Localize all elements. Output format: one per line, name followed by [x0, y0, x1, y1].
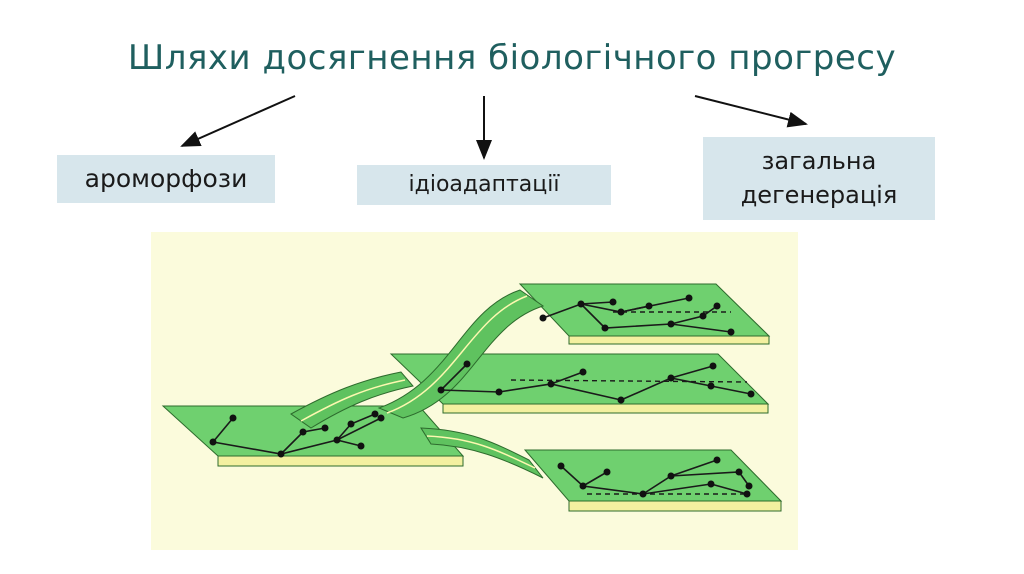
plate-middle-edge [442, 403, 769, 414]
evolution-illustration [151, 232, 798, 550]
label-general-degeneration: загальна дегенерація [703, 137, 935, 220]
degeneration-line-1: загальна [761, 147, 877, 175]
label-idioadaptation: ідіоадаптації [357, 165, 611, 205]
slide-title: Шляхи досягнення біологічного прогресу [127, 38, 897, 78]
plate-bottom-edge [568, 500, 782, 512]
degeneration-line-2: дегенерація [740, 181, 898, 209]
plate-base-edge [217, 455, 464, 467]
arrow-to-degeneration [694, 95, 808, 128]
evolution-paths-drawing [161, 283, 783, 512]
arrow-to-aromorphosis [180, 95, 296, 147]
plate-top-edge [568, 335, 770, 345]
node [229, 414, 237, 422]
label-aromorphosis: ароморфози [57, 155, 275, 203]
ribbon-to-bottom [420, 427, 544, 479]
plate-top [518, 283, 771, 337]
